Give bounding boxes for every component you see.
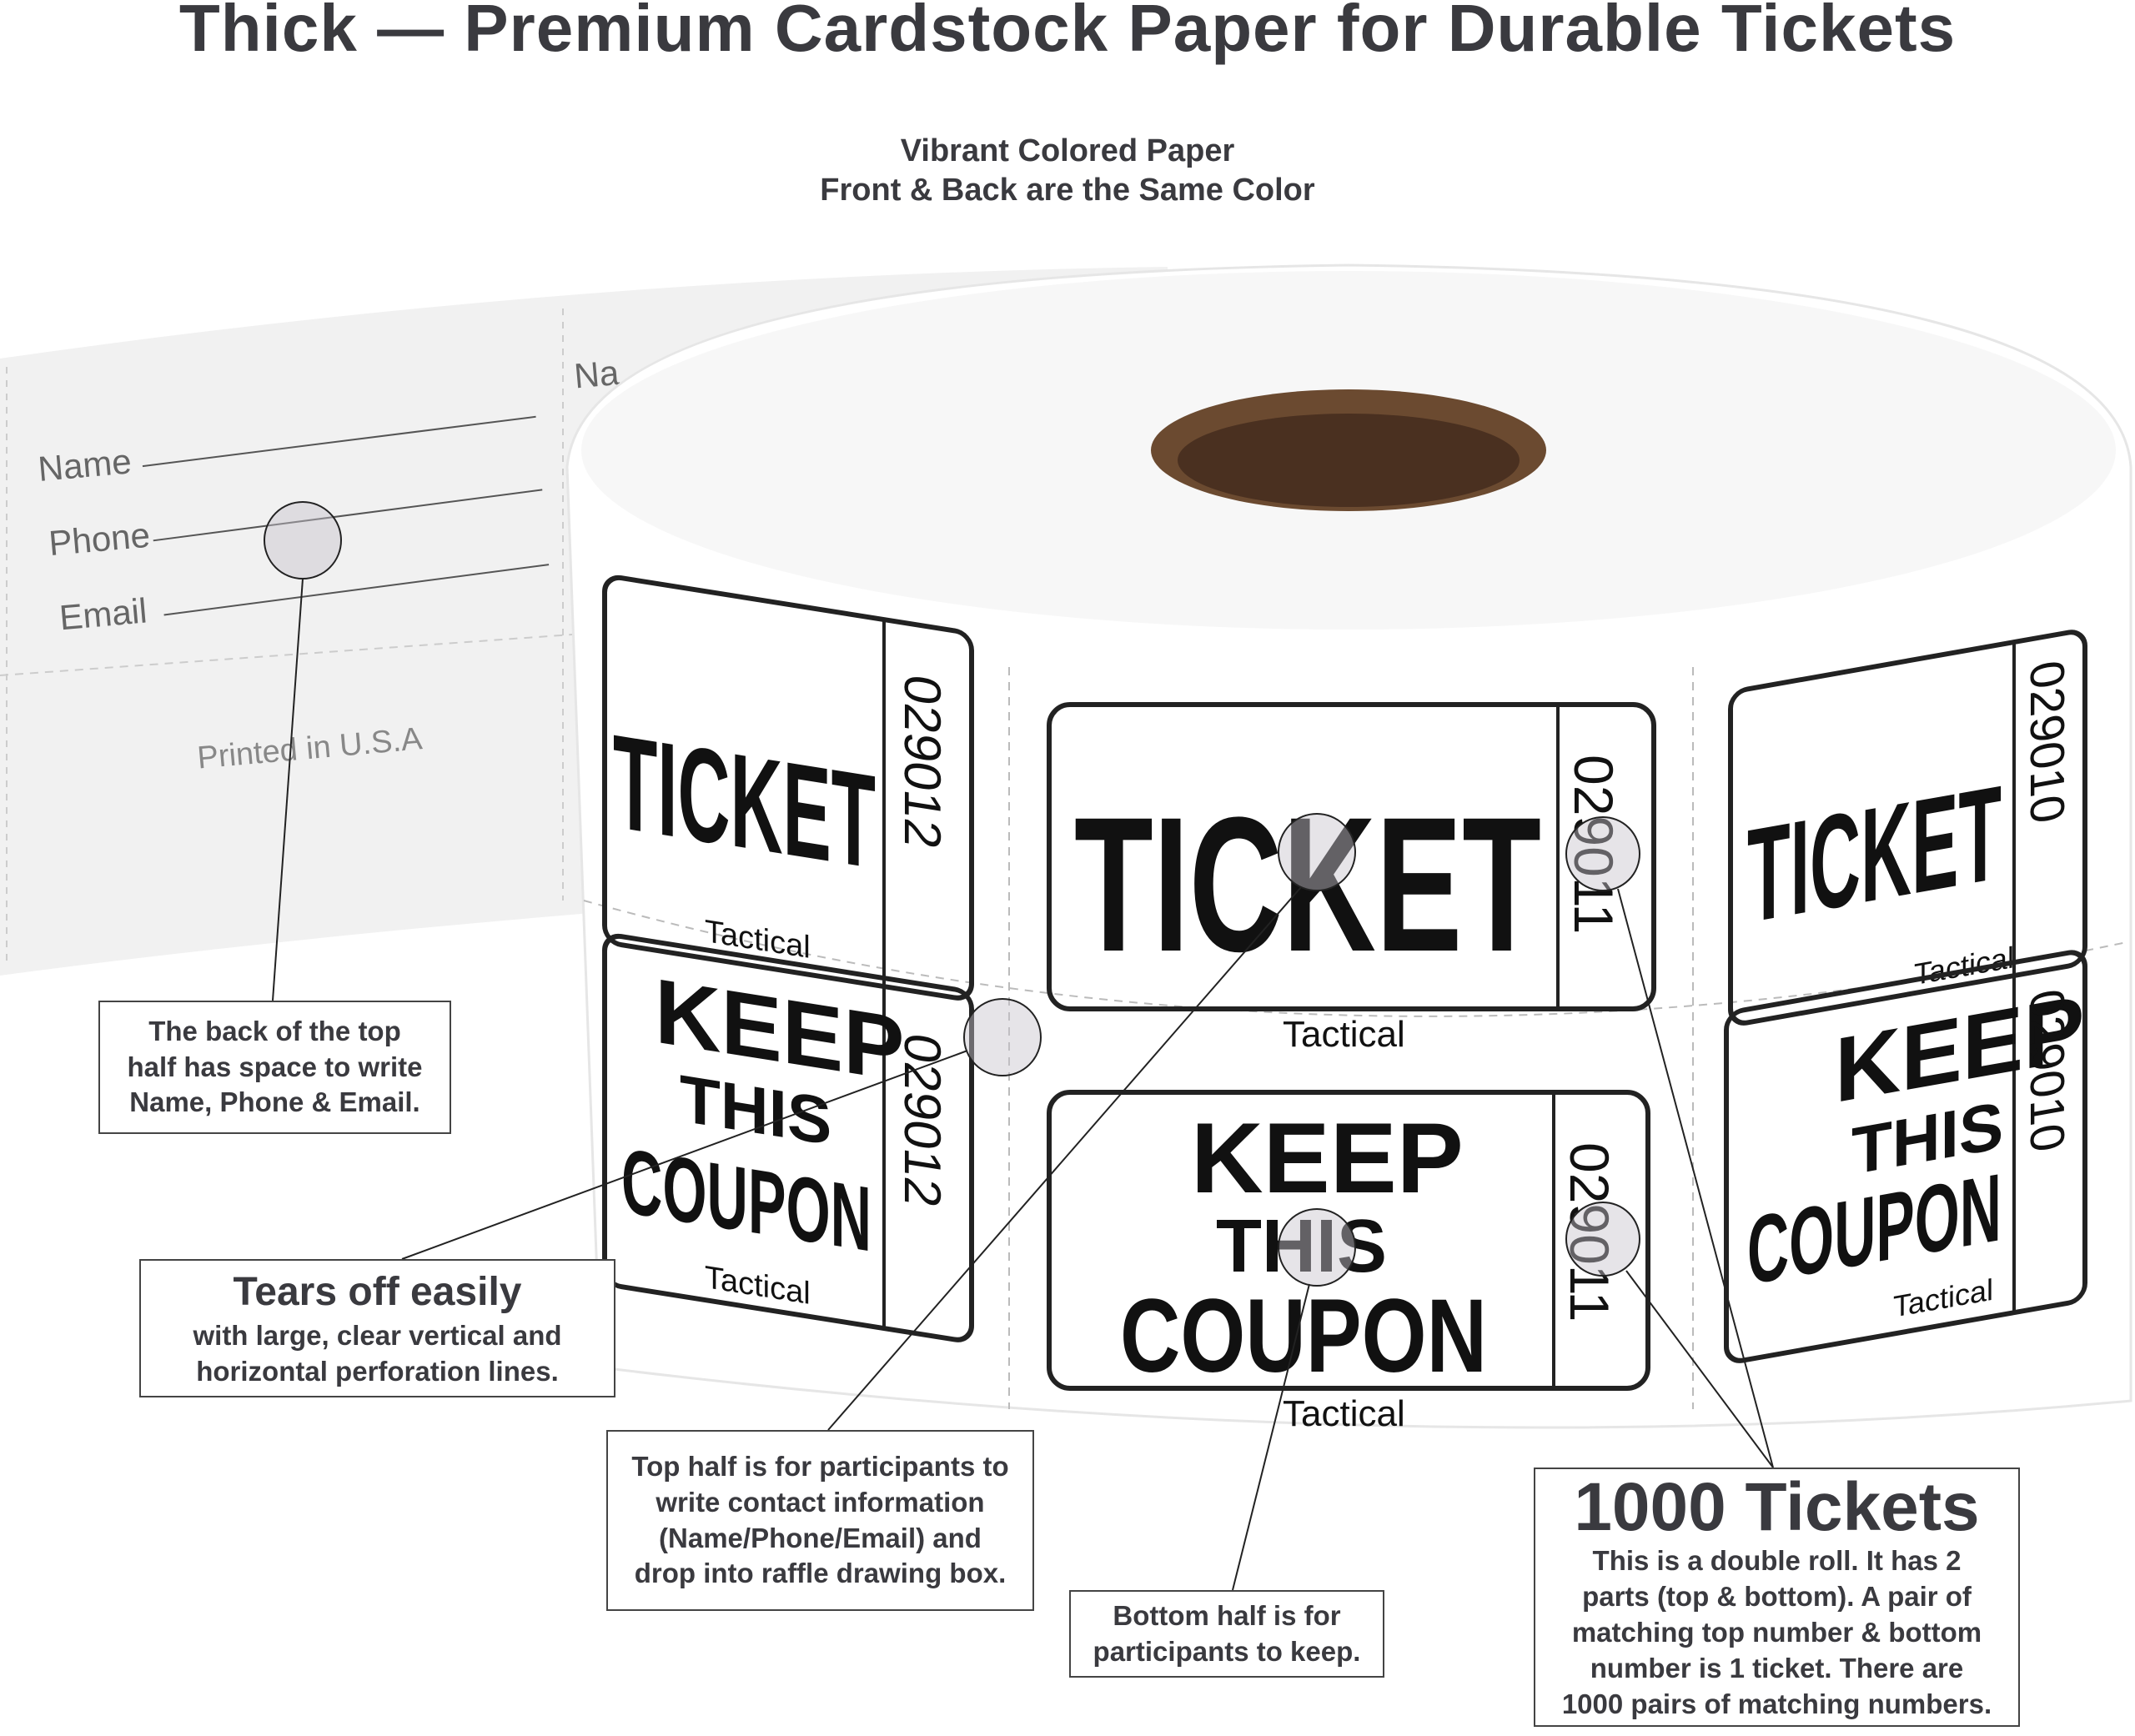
callout-marker-perforation	[963, 998, 1042, 1076]
svg-text:Tactical: Tactical	[1283, 1393, 1405, 1434]
callout-text: matching top number & bottom	[1571, 1617, 1982, 1648]
callout-1000-tickets: 1000 Tickets This is a double roll. It h…	[1534, 1468, 2020, 1727]
callout-text: participants to keep.	[1093, 1635, 1361, 1667]
svg-text:THIS: THIS	[1216, 1205, 1387, 1288]
page-title: Thick — Premium Cardstock Paper for Dura…	[178, 0, 1957, 65]
callout-text: The back of the top	[148, 1015, 401, 1046]
callout-heading: 1000 Tickets	[1574, 1469, 1980, 1546]
callout-text: half has space to write	[127, 1051, 423, 1082]
callout-marker-bottom-number	[1565, 1202, 1640, 1277]
callout-text: Bottom half is for	[1113, 1599, 1341, 1631]
svg-text:KEEP: KEEP	[1191, 1102, 1464, 1214]
strip-name-label: Name	[37, 441, 133, 489]
callout-tears-off: Tears off easily with large, clear verti…	[139, 1259, 615, 1397]
svg-text:029011: 029011	[1559, 1142, 1620, 1322]
callout-text: number is 1 ticket. There are	[1590, 1652, 1964, 1683]
callout-text: horizontal perforation lines.	[196, 1356, 559, 1387]
callout-text: This is a double roll. It has 2	[1592, 1545, 1962, 1577]
callout-text: Top half is for participants to	[631, 1450, 1009, 1482]
callout-heading: Tears off easily	[233, 1269, 522, 1314]
callout-text: drop into raffle drawing box.	[634, 1558, 1007, 1589]
callout-back-of-top-half: The back of the top half has space to wr…	[98, 1001, 451, 1134]
svg-text:029010: 029010	[2020, 986, 2074, 1156]
callout-top-half: Top half is for participants to write co…	[606, 1430, 1034, 1611]
callout-text: write contact information	[656, 1486, 985, 1518]
svg-text:029012: 029012	[893, 671, 951, 853]
callout-text: with large, clear vertical and	[193, 1320, 562, 1352]
subtitle-line-1: Vibrant Colored Paper	[900, 133, 1235, 168]
callout-marker-top-number	[1565, 816, 1640, 891]
strip-email-label: Email	[58, 590, 148, 637]
svg-text:Tactical: Tactical	[1283, 1014, 1405, 1055]
callout-marker-bottom-half	[1278, 1208, 1356, 1287]
strip-phone-label: Phone	[48, 515, 152, 563]
callout-marker-top-half	[1278, 813, 1356, 891]
svg-text:COUPON: COUPON	[1120, 1278, 1487, 1394]
subtitle-line-2: Front & Back are the Same Color	[820, 173, 1315, 208]
callout-text: 1000 pairs of matching numbers.	[1561, 1688, 1992, 1719]
ticket-roll	[565, 263, 2132, 1429]
svg-text:029012: 029012	[893, 1030, 951, 1212]
callout-text: Name, Phone & Email.	[129, 1086, 420, 1118]
callout-marker-back	[264, 501, 342, 580]
svg-text:029010: 029010	[2020, 656, 2074, 827]
ticket-top-center: TICKET 029011 Tactical	[1047, 702, 1656, 1055]
svg-text:TICKET: TICKET	[1074, 777, 1541, 991]
callout-text: (Name/Phone/Email) and	[659, 1522, 982, 1553]
svg-text:029011: 029011	[1563, 755, 1625, 934]
callout-bottom-half: Bottom half is for participants to keep.	[1069, 1590, 1384, 1678]
callout-text: parts (top & bottom). A pair of	[1582, 1581, 1972, 1613]
ticket-bottom-center: KEEP THIS COUPON 029011 Tactical	[1047, 1090, 1650, 1434]
